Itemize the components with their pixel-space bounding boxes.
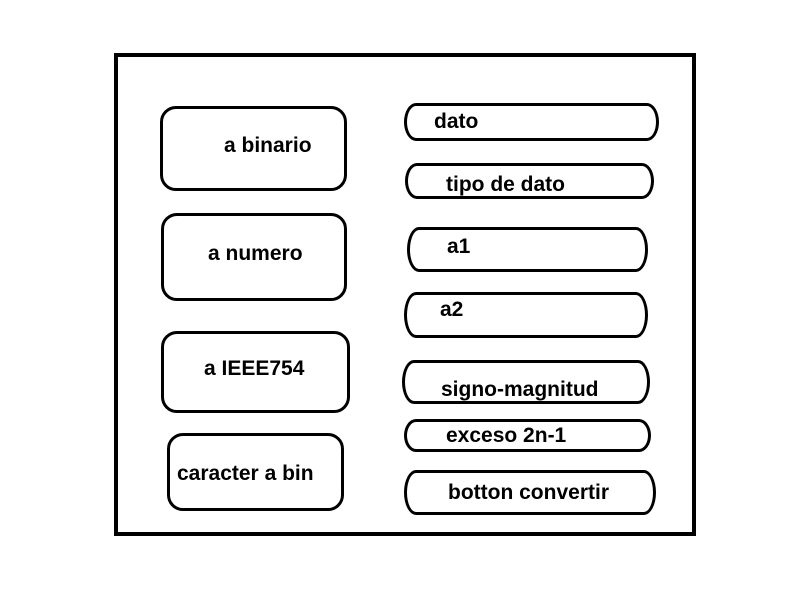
a-numero-label: a numero [208, 242, 303, 265]
a2-label: a2 [440, 298, 464, 321]
tipo-de-dato-label: tipo de dato [446, 173, 565, 196]
caracter-a-bin-button[interactable]: caracter a bin [167, 433, 344, 511]
main-window-frame [114, 53, 696, 536]
botton-convertir-field[interactable]: botton convertir [404, 470, 656, 515]
a-ieee754-button[interactable]: a IEEE754 [161, 331, 350, 413]
tipo-de-dato-field[interactable]: tipo de dato [405, 163, 654, 199]
a-numero-button[interactable]: a numero [161, 213, 347, 301]
exceso-2n-1-label: exceso 2n-1 [446, 424, 567, 447]
signo-magnitud-field[interactable]: signo-magnitud [402, 360, 650, 404]
dato-field[interactable]: dato [404, 103, 659, 141]
a-binario-button[interactable]: a binario [160, 106, 347, 191]
caracter-a-bin-label: caracter a bin [177, 462, 314, 485]
a-binario-label: a binario [224, 134, 312, 157]
botton-convertir-label: botton convertir [448, 481, 609, 504]
a1-field[interactable]: a1 [407, 227, 648, 272]
exceso-2n-1-field[interactable]: exceso 2n-1 [404, 419, 651, 452]
signo-magnitud-label: signo-magnitud [441, 378, 599, 401]
a1-label: a1 [447, 235, 471, 258]
dato-label: dato [434, 110, 479, 133]
a-ieee754-label: a IEEE754 [204, 357, 305, 380]
a2-field[interactable]: a2 [404, 292, 648, 338]
